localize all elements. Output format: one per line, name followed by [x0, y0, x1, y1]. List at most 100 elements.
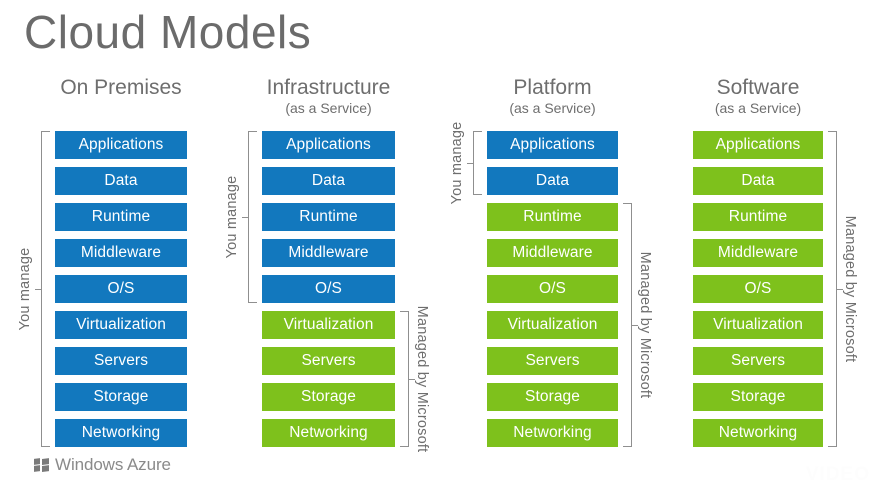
layer-box[interactable]: Data — [55, 167, 187, 195]
column-header-infrastructure: Infrastructure(as a Service) — [262, 76, 395, 116]
layer-label: Virtualization — [507, 316, 598, 333]
layer-label: Runtime — [299, 208, 358, 225]
layer-box[interactable]: Servers — [693, 347, 823, 375]
layer-box[interactable]: O/S — [262, 275, 395, 303]
layer-label: Networking — [289, 424, 368, 441]
layer-box[interactable]: Servers — [262, 347, 395, 375]
watermark: VIDEO — [805, 464, 870, 485]
column-infrastructure: Infrastructure(as a Service) Applications… — [262, 0, 395, 488]
managed-by-microsoft-label: Managed by Microsoft — [842, 215, 858, 363]
layer-label: Storage — [525, 388, 580, 405]
you-manage-label: You manage — [17, 247, 33, 331]
layer-box[interactable]: O/S — [55, 275, 187, 303]
layer-box[interactable]: Servers — [487, 347, 618, 375]
layer-label: Data — [741, 172, 775, 189]
layer-box[interactable]: Storage — [55, 383, 187, 411]
layer-label: Applications — [715, 136, 801, 153]
column-subtitle-infrastructure: (as a Service) — [285, 99, 372, 116]
page-title: Cloud Models — [24, 6, 312, 58]
layer-box[interactable]: O/S — [693, 275, 823, 303]
layer-box[interactable]: Runtime — [693, 203, 823, 231]
layer-box[interactable]: Data — [693, 167, 823, 195]
layer-label: Networking — [718, 424, 798, 441]
layer-label: O/S — [314, 280, 342, 297]
layer-label: Applications — [78, 136, 164, 153]
column-subtitle-software: (as a Service) — [714, 99, 802, 116]
column-title-infrastructure: Infrastructure — [266, 76, 391, 99]
layer-box[interactable]: Applications — [487, 131, 618, 159]
column-title-platform: Platform — [513, 76, 592, 99]
layer-box[interactable]: Applications — [262, 131, 395, 159]
layer-box[interactable]: Applications — [693, 131, 823, 159]
layer-label: Middleware — [512, 244, 593, 261]
layer-box[interactable]: Storage — [693, 383, 823, 411]
layer-label: Servers — [525, 352, 580, 369]
layer-label: Runtime — [523, 208, 582, 225]
layer-box[interactable]: Networking — [262, 419, 395, 447]
layer-box[interactable]: Virtualization — [55, 311, 187, 339]
layer-label: Virtualization — [283, 316, 374, 333]
layer-box[interactable]: Storage — [487, 383, 618, 411]
managed-by-microsoft-label: Managed by Microsoft — [414, 305, 430, 453]
layer-label: Virtualization — [713, 316, 803, 333]
layer-label: Networking — [513, 424, 592, 441]
layer-box[interactable]: O/S — [487, 275, 618, 303]
layer-box[interactable]: Virtualization — [693, 311, 823, 339]
layer-box[interactable]: Runtime — [262, 203, 395, 231]
layer-box[interactable]: Middleware — [487, 239, 618, 267]
you-manage-bracket — [41, 131, 50, 447]
layer-label: Data — [535, 172, 570, 189]
managed-by-microsoft-label: Managed by Microsoft — [637, 251, 653, 399]
layer-label: O/S — [744, 280, 772, 297]
layer-box[interactable]: Runtime — [487, 203, 618, 231]
layer-box[interactable]: Virtualization — [262, 311, 395, 339]
bracket-tick — [35, 289, 42, 290]
layer-box[interactable]: Middleware — [693, 239, 823, 267]
layer-label: Middleware — [80, 244, 162, 261]
layer-box[interactable]: Data — [487, 167, 618, 195]
layer-label: Data — [311, 172, 346, 189]
layer-box[interactable]: Middleware — [55, 239, 187, 267]
column-title-software: Software — [716, 76, 800, 99]
layer-box[interactable]: Servers — [55, 347, 187, 375]
you-manage-bracket — [248, 131, 257, 303]
layer-box[interactable]: Networking — [55, 419, 187, 447]
layer-label: Storage — [93, 388, 149, 405]
column-header-on-premises: On Premises — [55, 76, 187, 100]
you-manage-label: You manage — [224, 175, 240, 259]
column-header-software: Software(as a Service) — [693, 76, 823, 116]
layer-label: Servers — [93, 352, 149, 369]
layer-box[interactable]: Storage — [262, 383, 395, 411]
you-manage-label: You manage — [449, 121, 465, 205]
layer-box[interactable]: Runtime — [55, 203, 187, 231]
layer-box[interactable]: Data — [262, 167, 395, 195]
layer-label: Runtime — [728, 208, 788, 225]
layer-box[interactable]: Networking — [487, 419, 618, 447]
bracket-tick — [242, 217, 249, 218]
column-title-on-premises: On Premises — [60, 76, 182, 99]
layer-box[interactable]: Networking — [693, 419, 823, 447]
layer-label: Middleware — [288, 244, 369, 261]
layer-label: Data — [104, 172, 138, 189]
layer-label: Networking — [81, 424, 161, 441]
windows-flag-icon — [34, 457, 49, 473]
layer-label: O/S — [107, 280, 135, 297]
layer-box[interactable]: Applications — [55, 131, 187, 159]
layer-label: Storage — [730, 388, 786, 405]
column-header-platform: Platform(as a Service) — [487, 76, 618, 116]
bracket-tick — [836, 289, 843, 290]
layer-label: O/S — [538, 280, 566, 297]
layer-box[interactable]: Middleware — [262, 239, 395, 267]
layer-label: Applications — [510, 136, 595, 153]
bracket-tick — [408, 379, 415, 380]
layer-label: Storage — [301, 388, 356, 405]
layer-label: Applications — [286, 136, 371, 153]
layer-label: Virtualization — [76, 316, 166, 333]
layer-box[interactable]: Virtualization — [487, 311, 618, 339]
